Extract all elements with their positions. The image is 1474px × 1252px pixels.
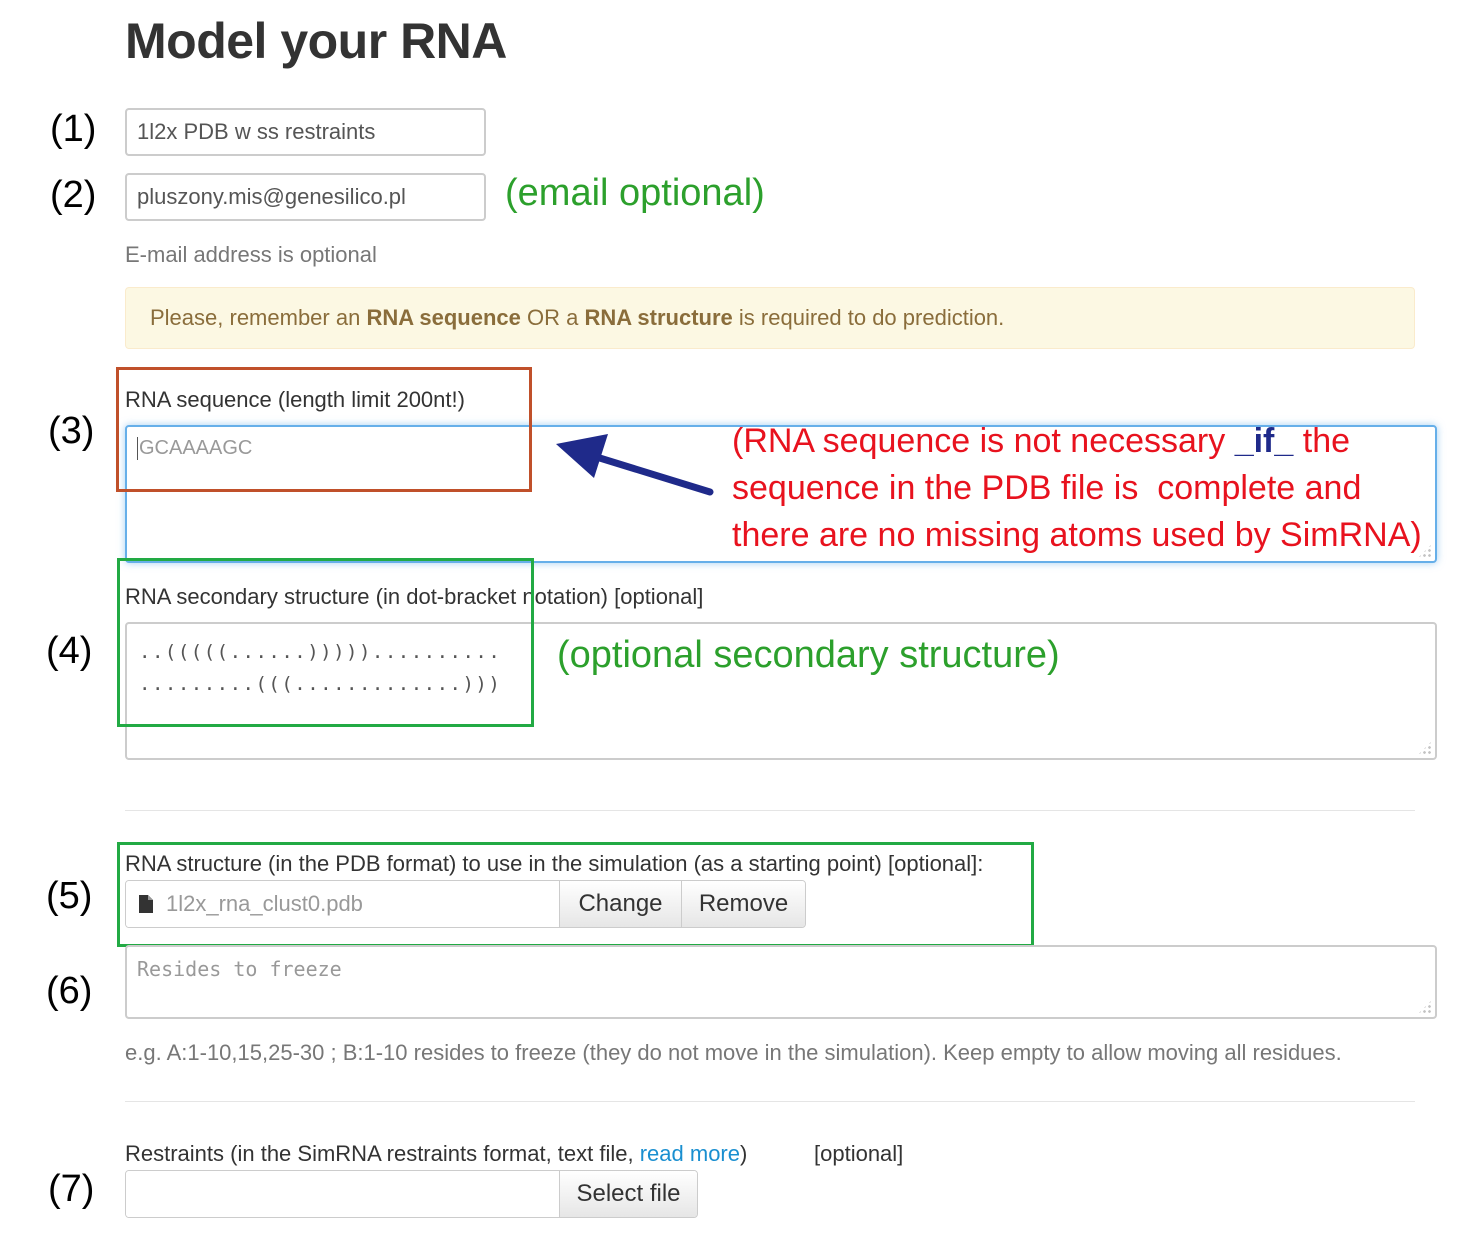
select-file-button[interactable]: Select file	[559, 1171, 697, 1217]
restraints-optional-label: [optional]	[814, 1141, 904, 1166]
email-value: pluszony.mis@genesilico.pl	[137, 184, 406, 209]
ss-line-1: ..(((((......)))))..........	[139, 641, 502, 663]
remove-file-button[interactable]: Remove	[681, 881, 805, 927]
sequence-annotation-line3: there are no missing atoms used by SimRN…	[732, 516, 1422, 554]
requirement-alert: Please, remember an RNA sequence OR a RN…	[125, 287, 1415, 349]
email-input[interactable]: pluszony.mis@genesilico.pl	[125, 173, 486, 221]
divider	[125, 810, 1415, 811]
restraints-label-prefix: Restraints (in the SimRNA restraints for…	[125, 1141, 640, 1166]
freeze-placeholder: Resides to freeze	[137, 957, 342, 981]
alert-suffix: is required to do prediction.	[732, 305, 1005, 330]
sequence-annotation-if: _if_	[1234, 422, 1294, 460]
alert-middle: OR a	[520, 305, 585, 330]
ss-optional-annotation: (optional secondary structure)	[557, 634, 1060, 676]
divider	[125, 1101, 1415, 1102]
sequence-annotation-line2: sequence in the PDB file is complete and	[732, 469, 1362, 507]
restraints-file-input-group[interactable]: Select file	[125, 1170, 698, 1218]
sequence-annotation-line1-before: (RNA sequence is not necessary	[732, 422, 1235, 460]
pdb-file-input-group[interactable]: 1l2x_rna_clust0.pdb Change Remove	[125, 880, 806, 928]
step-marker-2: (2)	[50, 174, 97, 216]
ss-line-2: .........(((.............)))	[139, 673, 502, 695]
change-file-button[interactable]: Change	[559, 881, 681, 927]
step-marker-4: (4)	[46, 630, 93, 672]
job-name-input[interactable]: 1l2x PDB w ss restraints	[125, 108, 486, 156]
sequence-placeholder: GCAAAAGC	[137, 437, 253, 460]
alert-bold-structure: RNA structure	[584, 305, 733, 330]
step-marker-6: (6)	[46, 970, 93, 1012]
ss-label: RNA secondary structure (in dot-bracket …	[125, 584, 704, 609]
email-optional-annotation: (email optional)	[505, 172, 765, 214]
step-marker-5: (5)	[46, 875, 93, 917]
sequence-highlight-box	[116, 367, 532, 492]
step-marker-3: (3)	[48, 410, 95, 452]
pdb-label: RNA structure (in the PDB format) to use…	[125, 851, 984, 876]
file-icon	[139, 895, 153, 913]
arrow-icon	[556, 434, 714, 496]
resize-grip-icon[interactable]	[1417, 740, 1433, 756]
alert-bold-sequence: RNA sequence	[366, 305, 521, 330]
restraints-label: Restraints (in the SimRNA restraints for…	[125, 1141, 747, 1167]
resize-grip-icon[interactable]	[1417, 999, 1433, 1015]
alert-prefix: Please, remember an	[150, 305, 367, 330]
restraints-label-suffix: )	[740, 1141, 748, 1166]
sequence-annotation: (RNA sequence is not necessary _if_ the …	[732, 418, 1432, 559]
sequence-annotation-line1-after: the	[1293, 422, 1351, 460]
pdb-filename: 1l2x_rna_clust0.pdb	[166, 891, 363, 916]
step-marker-1: (1)	[50, 108, 97, 150]
ss-highlight-box	[117, 558, 534, 727]
sequence-textarea[interactable]: GCAAAAGC	[125, 425, 1437, 563]
ss-textarea[interactable]: ..(((((......))))).......... .........((…	[125, 622, 1437, 760]
pdb-file-display[interactable]: 1l2x_rna_clust0.pdb	[126, 881, 559, 927]
sequence-label: RNA sequence (length limit 200nt!)	[125, 387, 465, 412]
page-title: Model your RNA	[125, 13, 507, 69]
step-marker-7: (7)	[48, 1168, 95, 1210]
pdb-highlight-box	[117, 842, 1034, 947]
freeze-textarea[interactable]: Resides to freeze	[125, 945, 1437, 1019]
read-more-link[interactable]: read more	[639, 1141, 740, 1166]
freeze-help-text: e.g. A:1-10,15,25-30 ; B:1-10 resides to…	[125, 1040, 1342, 1065]
job-name-value: 1l2x PDB w ss restraints	[137, 119, 376, 144]
restraints-file-display[interactable]	[126, 1171, 559, 1217]
email-help-text: E-mail address is optional	[125, 242, 377, 267]
